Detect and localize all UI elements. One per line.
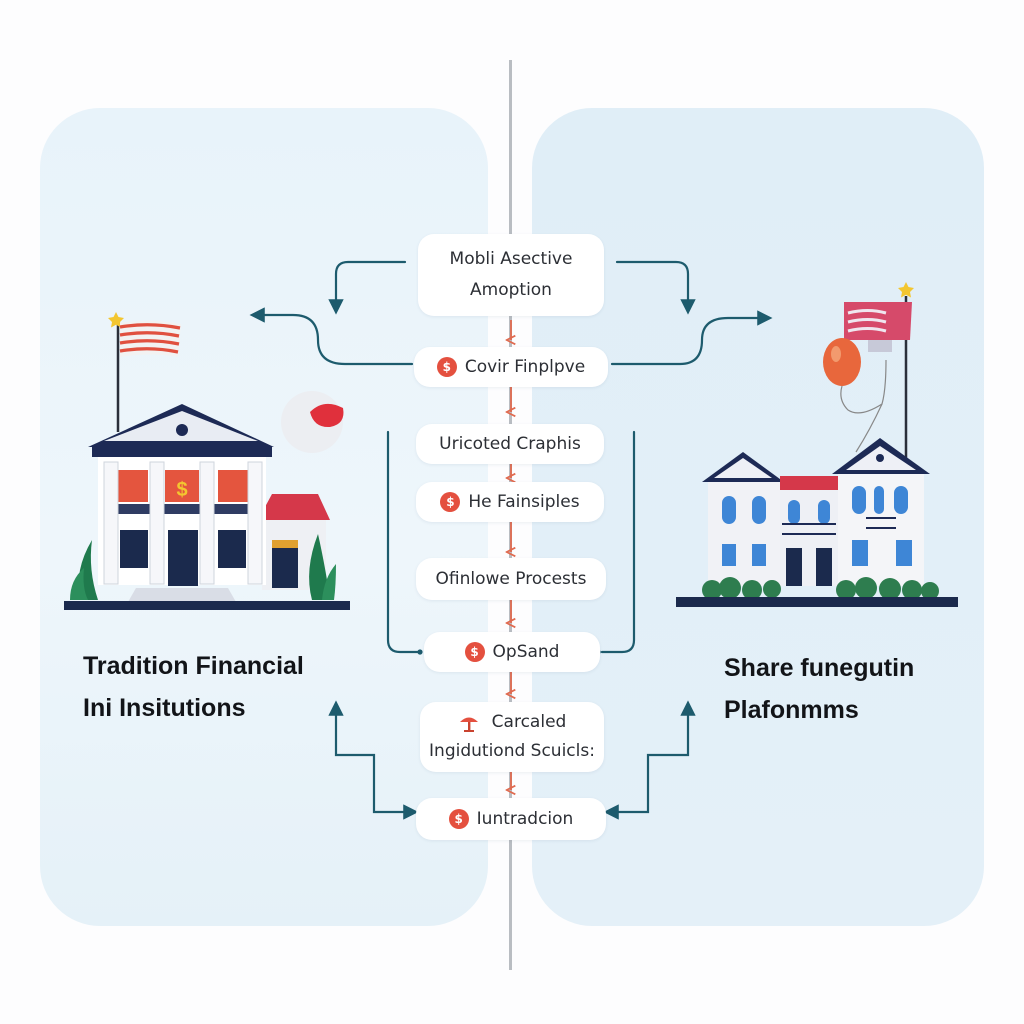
connector-top-right xyxy=(615,260,696,315)
right-panel-title: Share funegutin Plafonmms xyxy=(724,647,914,731)
step-cover-finance-label: Covir Finplpve xyxy=(464,357,586,377)
step-principles: $ He Fainsiples xyxy=(416,482,604,522)
svg-text:$: $ xyxy=(176,479,187,501)
step-principles-label: He Fainsiples xyxy=(468,492,580,512)
step-curated-graphics-label: Uricoted Craphis xyxy=(439,434,581,454)
step-cancelled-line1-row: Carcaled xyxy=(458,708,567,737)
step-introduction: $ Iuntradcion xyxy=(416,798,606,840)
platform-building-icon xyxy=(676,282,958,607)
step-introduction-label: Iuntradcion xyxy=(476,809,574,829)
right-panel-title-line1: Share funegutin xyxy=(724,654,915,682)
left-panel-title-line1: Tradition Financial xyxy=(83,652,304,680)
dollar-badge-icon: $ xyxy=(448,809,469,829)
right-panel-title-line2: Plafonmms xyxy=(724,696,859,724)
connector-bottom-left xyxy=(328,700,419,820)
step-cover-finance: $ Covir Finplpve xyxy=(414,347,608,387)
connector-top-left xyxy=(328,260,407,315)
step-opsand-label: OpSand xyxy=(492,642,560,662)
step-mobile-adoption: Mobli Asective Amoption xyxy=(418,234,604,316)
left-panel-title-line2: Ini Insitutions xyxy=(83,694,246,722)
left-panel-title: Tradition Financial Ini Insitutions xyxy=(83,645,304,729)
step-cancelled-institutions: Carcaled Ingidutiond Scuicls: xyxy=(420,702,604,772)
dollar-badge-icon: $ xyxy=(436,357,457,377)
step-cancelled-line2: Ingidutiond Scuicls: xyxy=(429,741,595,761)
step-cancelled-line1: Carcaled xyxy=(491,712,567,732)
tree-icon xyxy=(459,717,478,732)
step-opsand: $ OpSand xyxy=(424,632,600,672)
bank-building-icon: $ xyxy=(64,312,350,610)
connector-bottom-right xyxy=(603,700,696,820)
step-curated-graphics: Uricoted Craphis xyxy=(416,424,604,464)
connector-inner-right xyxy=(600,430,636,654)
step-workflow-process-label: Ofinlowe Procests xyxy=(435,569,587,589)
step-mobile-adoption-line1: Mobli Asective xyxy=(449,249,573,269)
connector-mid-right xyxy=(610,310,773,366)
connector-inner-left xyxy=(386,430,420,654)
step-workflow-process: Ofinlowe Procests xyxy=(416,558,606,600)
connector-mid-left xyxy=(249,307,414,366)
dollar-badge-icon: $ xyxy=(464,642,485,662)
step-mobile-adoption-line2: Amoption xyxy=(470,280,552,300)
dollar-badge-icon: $ xyxy=(440,492,461,512)
